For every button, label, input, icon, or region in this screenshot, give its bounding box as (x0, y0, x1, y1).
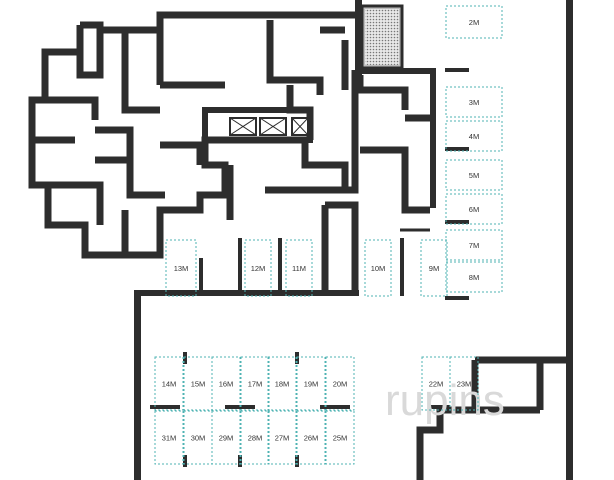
watermark: rupins (385, 376, 505, 425)
parking-spot-label: 19M (304, 380, 319, 389)
parking-spot-label: 27M (275, 434, 290, 443)
parking-spot-label: 14M (162, 380, 177, 389)
parking-spot-outline (445, 159, 503, 191)
parking-spot-outline (364, 239, 392, 297)
parking-spot-label: 11M (292, 264, 306, 273)
parking-spot-15m[interactable]: 15M (183, 356, 213, 411)
parking-spot-28m[interactable]: 28M (240, 410, 270, 465)
parking-spots: 2M 3M 4M 5M 6M 7M 8M 13M 12M 11M 10M 9M 14M 15M 16M 17M… (154, 5, 503, 465)
parking-spot-outline (267, 410, 297, 465)
parking-spot-6m[interactable]: 6M (445, 193, 503, 225)
parking-spot-4m[interactable]: 4M (445, 120, 503, 152)
parking-spot-3m[interactable]: 3M (445, 86, 503, 118)
parking-spot-18m[interactable]: 18M (267, 356, 297, 411)
parking-spot-11m[interactable]: 11M (285, 239, 313, 297)
parking-spot-outline (296, 356, 326, 411)
parking-spot-17m[interactable]: 17M (240, 356, 270, 411)
parking-spot-label: 29M (219, 434, 234, 443)
corridor-walls (321, 75, 430, 290)
parking-spot-outline (445, 229, 503, 261)
parking-spot-outline (154, 410, 184, 465)
elevator-core (202, 107, 313, 143)
parking-spot-outline (449, 356, 479, 411)
parking-spot-20m[interactable]: 20M (325, 356, 355, 411)
parking-spot-16m[interactable]: 16M (211, 356, 241, 411)
parking-spot-23m[interactable]: 23M (449, 356, 479, 411)
parking-spot-outline (420, 239, 448, 297)
parking-spot-outline (183, 410, 213, 465)
parking-spot-outline (211, 356, 241, 411)
parking-spot-8m[interactable]: 8M (445, 261, 503, 293)
parking-spot-label: 9M (429, 264, 439, 273)
parking-spot-outline (285, 239, 313, 297)
parking-spot-label: 6M (469, 205, 479, 214)
parking-spot-label: 20M (333, 380, 348, 389)
parking-spot-label: 15M (191, 380, 206, 389)
parking-spot-outline (445, 193, 503, 225)
outer-walls (134, 0, 573, 480)
parking-spot-label: 7M (469, 241, 479, 250)
parking-spot-19m[interactable]: 19M (296, 356, 326, 411)
parking-spot-label: 25M (333, 434, 348, 443)
parking-spot-outline (154, 356, 184, 411)
parking-spot-label: 30M (191, 434, 206, 443)
parking-spot-label: 17M (248, 380, 263, 389)
parking-spot-label: 18M (275, 380, 290, 389)
parking-spot-outline (244, 239, 272, 297)
parking-spot-27m[interactable]: 27M (267, 410, 297, 465)
parking-spot-label: 28M (248, 434, 263, 443)
parking-spot-30m[interactable]: 30M (183, 410, 213, 465)
parking-spot-label: 22M (429, 380, 444, 389)
parking-spot-5m[interactable]: 5M (445, 159, 503, 191)
parking-spot-22m[interactable]: 22M (421, 356, 451, 411)
parking-spot-label: 10M (371, 264, 386, 273)
parking-spot-label: 23M (457, 380, 472, 389)
apartment-walls (28, 11, 359, 259)
parking-spot-7m[interactable]: 7M (445, 229, 503, 261)
parking-spot-outline (445, 120, 503, 152)
parking-spot-outline (211, 410, 241, 465)
parking-spot-outline (325, 410, 355, 465)
parking-spot-outline (183, 356, 213, 411)
parking-spot-26m[interactable]: 26M (296, 410, 326, 465)
parking-spot-label: 3M (469, 98, 479, 107)
parking-spot-14m[interactable]: 14M (154, 356, 184, 411)
parking-spot-label: 13M (174, 264, 189, 273)
stair-block (360, 4, 404, 70)
parking-spot-label: 2M (469, 18, 479, 27)
parking-spot-9m[interactable]: 9M (420, 239, 448, 297)
parking-spot-outline (240, 410, 270, 465)
parking-spot-29m[interactable]: 29M (211, 410, 241, 465)
parking-spot-31m[interactable]: 31M (154, 410, 184, 465)
parking-spot-outline (267, 356, 297, 411)
parking-spot-2m[interactable]: 2M (445, 5, 503, 39)
parking-spot-13m[interactable]: 13M (165, 239, 197, 297)
parking-spot-outline (445, 86, 503, 118)
parking-spot-outline (445, 5, 503, 39)
parking-spot-outline (296, 410, 326, 465)
parking-spot-10m[interactable]: 10M (364, 239, 392, 297)
parking-spot-label: 16M (219, 380, 234, 389)
parking-spot-label: 26M (304, 434, 319, 443)
parking-spot-label: 31M (162, 434, 177, 443)
parking-spot-outline (421, 356, 451, 411)
parking-spot-outline (165, 239, 197, 297)
parking-spot-label: 4M (469, 132, 479, 141)
parking-spot-outline (240, 356, 270, 411)
parking-spot-label: 12M (251, 264, 266, 273)
parking-spot-outline (445, 261, 503, 293)
parking-spot-label: 8M (469, 273, 479, 282)
parking-spot-label: 5M (469, 171, 479, 180)
parking-spot-outline (325, 356, 355, 411)
parking-spot-12m[interactable]: 12M (244, 239, 272, 297)
parking-spot-25m[interactable]: 25M (325, 410, 355, 465)
